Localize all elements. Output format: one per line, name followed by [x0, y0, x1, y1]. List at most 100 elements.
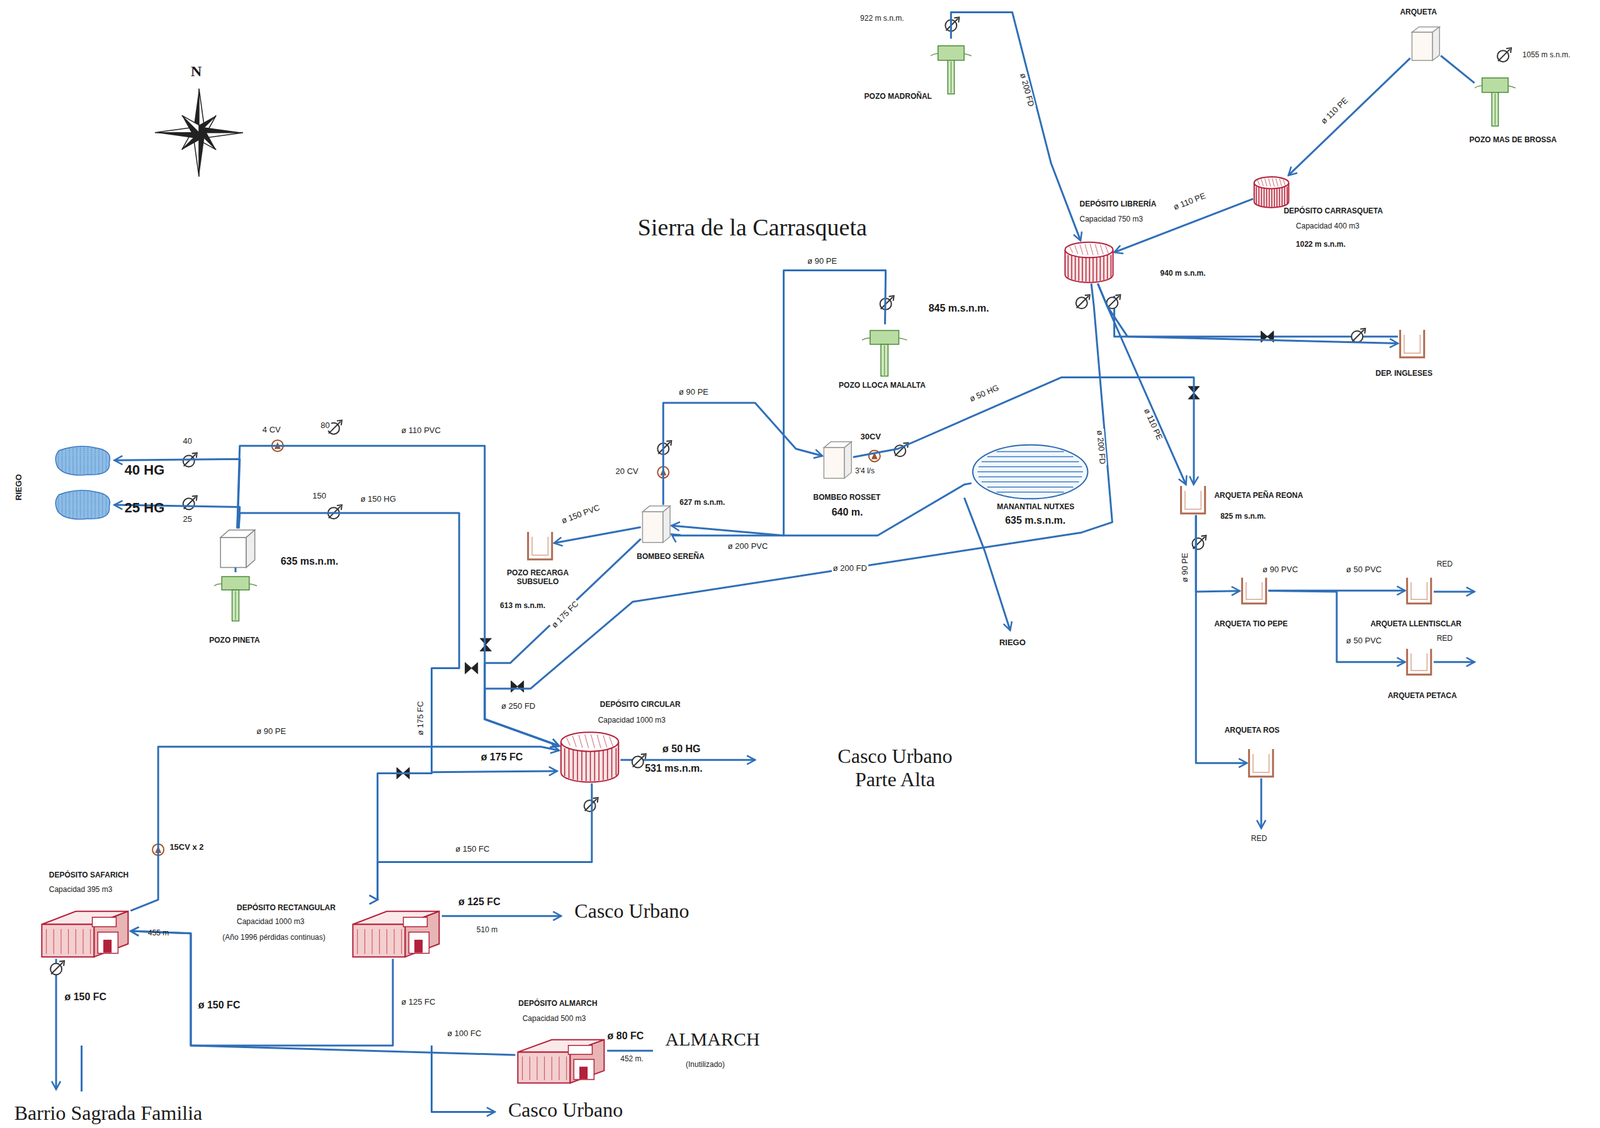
compass-rose: [154, 88, 244, 177]
tank-icon: [1253, 175, 1290, 209]
node-text: 510 m: [476, 926, 498, 936]
pipe-label: 15CV x 2: [168, 843, 205, 853]
node-text: ARQUETA ROS: [1224, 726, 1280, 736]
pipe-label: 30CV: [858, 432, 883, 443]
destination-label: Casco Urbano Parte Alta: [816, 744, 974, 792]
building-node: DEPÓSITO ALMARCHCapacidad 500 m3452 m.AL…: [515, 1028, 608, 1085]
pipe-diameter-label: 25: [181, 515, 193, 525]
pipe-connector: [377, 783, 592, 901]
pipe-label: RIEGO: [14, 472, 24, 502]
node-text: 40 HG: [124, 462, 165, 478]
pipe-line: [55, 958, 58, 1090]
flowmeter-symbol: [1497, 47, 1512, 62]
pipe-label: 4 CV: [261, 425, 283, 436]
flowmeter-symbol: [1192, 535, 1207, 550]
wellbox-icon: [214, 528, 257, 623]
node-text: DEPÓSITO LIBRERÍA: [1079, 200, 1157, 210]
pipe-diameter-label: 40: [181, 436, 193, 447]
pipe-diameter-label: ø 175 FC: [549, 598, 582, 632]
pipe-label: ø 150 FC: [197, 999, 242, 1012]
pipe-connector: [1195, 515, 1240, 592]
pipe-connector: [238, 513, 460, 900]
arq-node: ARQUETA PETACA: [1404, 647, 1434, 677]
node-text: Capacidad 500 m3: [522, 1015, 587, 1024]
pipe-diameter-label: ø 90 PE: [255, 727, 288, 737]
pond-node: 25 HG: [52, 487, 114, 522]
node-text: POZO MADROÑAL: [864, 92, 932, 102]
region-name: Sierra de la Carrasqueta: [637, 214, 868, 242]
node-text: POZO PINETA: [209, 636, 260, 646]
pipe-label: ø 80 FC: [606, 1030, 646, 1043]
node-text: BOMBEO SEREÑA: [636, 552, 704, 562]
well-icon: [1474, 71, 1516, 128]
node-text: Capacidad 750 m3: [1079, 215, 1144, 225]
building-icon: [39, 899, 131, 959]
arq-node: ARQUETA LLENTISCLAR: [1404, 576, 1434, 606]
pipe-diameter-label: ø 110 PE: [1141, 406, 1165, 443]
pipe-diameter-label: ø 90 PVC: [1261, 565, 1300, 575]
box-icon: [641, 504, 672, 545]
node-text: DEPÓSITO RECTANGULAR: [236, 904, 336, 914]
pipe-label: 80: [319, 421, 331, 431]
node-text: 635 ms.n.m.: [280, 556, 339, 568]
pond-node: 40 HG: [52, 443, 114, 478]
well-icon: [930, 39, 972, 96]
pipe-label: 20 CV: [614, 467, 640, 477]
pipe-line: [442, 915, 562, 918]
node-text: DEPÓSITO SAFARICH: [49, 871, 129, 881]
pipe-label: RED: [1251, 834, 1267, 844]
node-text: Capacidad 395 m3: [49, 885, 113, 895]
pipe-connector: [671, 483, 972, 536]
pipe-connector: [663, 402, 823, 505]
node-text: (Inutilizado): [685, 1060, 725, 1070]
arq-icon: [1239, 576, 1269, 606]
pipe-label: ø 250 FD: [499, 702, 537, 712]
box-node: ARQUETA: [1410, 25, 1442, 62]
pipe-line: [1433, 661, 1475, 664]
well-node: 922 m s.n.m.POZO MADROÑAL: [930, 39, 972, 96]
tank-icon: [1063, 240, 1115, 284]
flowmeter-symbol: [50, 961, 65, 976]
node-text: 635 m.s.n.m.: [1004, 515, 1066, 527]
valve-symbol: [479, 638, 492, 652]
tank-node: DEPÓSITO CIRCULARCapacidad 1000 m3531 ms…: [559, 730, 621, 784]
node-text: 25 HG: [124, 499, 165, 516]
tank-node: DEPÓSITO CARRASQUETACapacidad 400 m31022…: [1253, 175, 1290, 209]
pipe-label: RIEGO: [998, 638, 1027, 648]
pipe-diameter-label: ø 90 PE: [1180, 551, 1191, 584]
node-text: 531 ms.n.m.: [644, 763, 703, 775]
node-text: DEPÓSITO CIRCULAR: [600, 700, 681, 710]
pipe-diameter-label: ø 100 FC: [445, 1029, 483, 1039]
pipe-connector: [1097, 283, 1398, 344]
pond-icon: [52, 487, 114, 522]
valve-symbol: [465, 662, 478, 674]
pipe-label: ø 175 FC: [479, 751, 525, 764]
node-text: POZO MAS DE BROSSA: [1469, 136, 1558, 145]
node-text: BOMBEO ROSSET: [813, 493, 881, 503]
node-text: 1055 m s.n.m.: [1522, 51, 1571, 60]
flowmeter-symbol: [1076, 294, 1090, 309]
well-node: 1055 m s.n.m.POZO MAS DE BROSSA: [1474, 71, 1516, 128]
arq-icon: [1397, 328, 1427, 360]
destination-label: Casco Urbano: [508, 1098, 623, 1123]
pipe-connector: [484, 283, 1113, 747]
building-node: DEPÓSITO RECTANGULARCapacidad 1000 m3(Añ…: [350, 899, 443, 959]
node-text: ARQUETA PETACA: [1387, 692, 1458, 701]
pipe-connector: [130, 931, 516, 1056]
pipe-diameter-label: ø 150 PVC: [559, 502, 603, 526]
building-icon: [515, 1028, 608, 1085]
node-text: 452 m.: [620, 1055, 644, 1065]
node-text: Capacidad 400 m3: [1295, 222, 1360, 232]
pipe-diameter-label: ø 110 PVC: [399, 426, 443, 436]
arq-icon: [1178, 484, 1208, 516]
pipe-label: ø 50 HG: [661, 743, 702, 755]
tank-node: DEPÓSITO LIBRERÍACapacidad 750 m3940 m s…: [1063, 240, 1115, 284]
box-node: 3'4 l/sBOMBEO ROSSET640 m.: [822, 440, 854, 480]
pipe-line: [80, 1045, 83, 1092]
pipe-connector: [554, 527, 642, 543]
flowmeter-symbol: [632, 754, 647, 769]
pipe-line: [964, 498, 1010, 631]
building-node: DEPÓSITO SAFARICHCapacidad 395 m3455 m: [39, 899, 131, 959]
pipe-diameter-label: ø 50 PVC: [1344, 636, 1383, 647]
